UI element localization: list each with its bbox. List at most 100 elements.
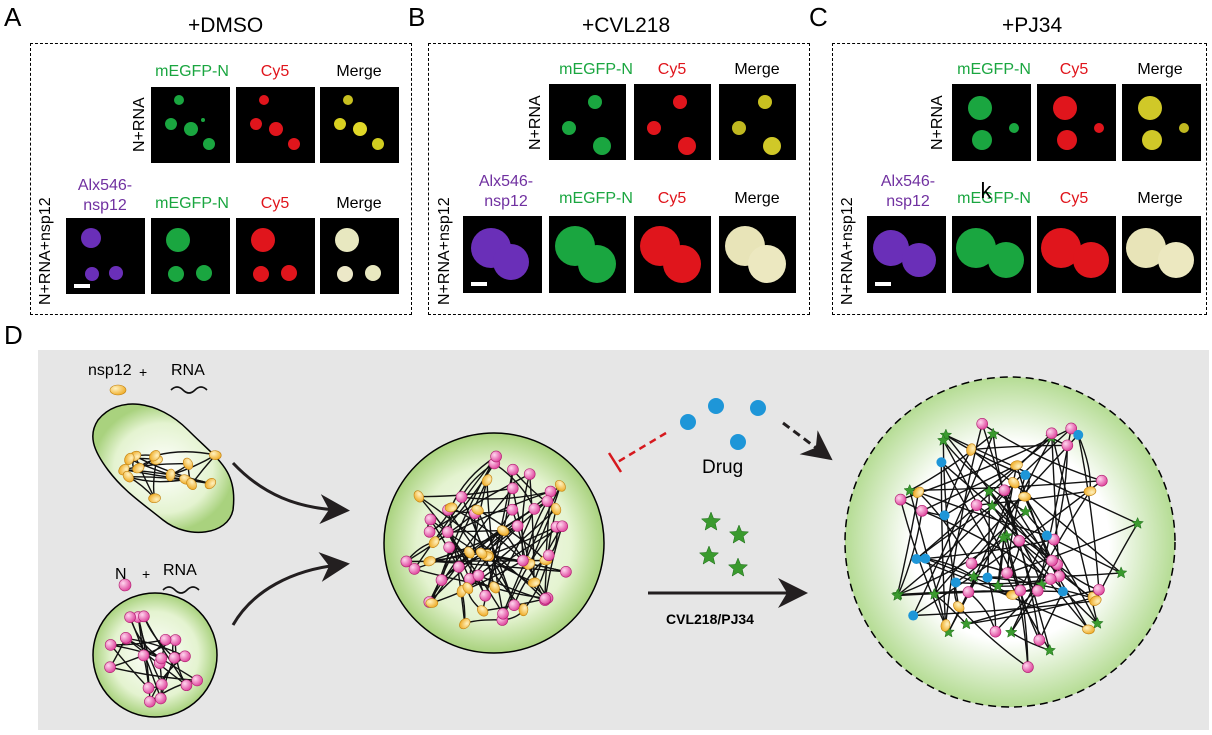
nsp12-protein bbox=[122, 471, 134, 483]
nsp12-protein bbox=[518, 603, 529, 617]
inhibitor-star bbox=[1019, 505, 1032, 518]
n-protein bbox=[159, 633, 172, 646]
panel-a-egfp-label-2: mEGFP-N bbox=[155, 195, 229, 212]
nsp12-protein bbox=[428, 536, 440, 548]
stray-text-k: k bbox=[980, 178, 992, 203]
nsp12-protein bbox=[940, 619, 951, 632]
merge-arrow-top bbox=[231, 461, 350, 525]
panel-b-nsp12-egfp bbox=[549, 216, 626, 293]
drug-dot bbox=[708, 398, 724, 414]
panel-b-box bbox=[428, 43, 810, 315]
merge-arrow-bottom bbox=[231, 552, 350, 626]
n-protein bbox=[400, 555, 413, 568]
panel-d-letter: D bbox=[4, 320, 23, 350]
panel-b-egfp-label-1: mEGFP-N bbox=[559, 61, 633, 78]
rna-squiggle bbox=[162, 586, 200, 594]
nsp12-protein bbox=[1018, 491, 1031, 502]
panel-a-nsp12-merge bbox=[320, 218, 399, 294]
panel-a-alx-label: Alx546-nsp12 bbox=[77, 177, 133, 214]
panel-b-alx-label: Alx546-nsp12 bbox=[478, 173, 534, 210]
nsp12-protein bbox=[186, 478, 197, 490]
drug-bound bbox=[939, 510, 950, 521]
n-protein bbox=[507, 463, 519, 476]
rna-squiggle bbox=[170, 386, 208, 394]
n-protein bbox=[1096, 474, 1108, 487]
n-protein bbox=[104, 661, 116, 673]
n-protein bbox=[1061, 439, 1074, 452]
n-protein bbox=[970, 499, 983, 511]
nsp12-protein bbox=[1008, 477, 1020, 489]
inhibitor-star bbox=[903, 483, 917, 496]
nsp12-protein bbox=[489, 581, 500, 594]
drug-bound bbox=[911, 554, 922, 565]
panel-b-cy5-label-2: Cy5 bbox=[657, 190, 687, 207]
n-protein bbox=[1045, 427, 1058, 440]
panel-a-merge-label-1: Merge bbox=[336, 63, 382, 80]
panel-c-nsp12-merge bbox=[1122, 216, 1201, 293]
panel-b-nsp12-cy5 bbox=[634, 216, 711, 293]
n-protein bbox=[472, 569, 485, 582]
n-protein bbox=[989, 625, 1002, 638]
n-protein bbox=[962, 586, 975, 598]
n-protein bbox=[523, 468, 536, 480]
nsp12-protein bbox=[413, 490, 425, 503]
n-protein bbox=[998, 484, 1011, 497]
panel-a-n-rna-egfp bbox=[151, 87, 230, 163]
panel-b-n-rna-merge bbox=[719, 84, 796, 160]
inhibit-bar bbox=[607, 452, 623, 473]
inhibitor-star bbox=[1091, 616, 1104, 629]
n-protein bbox=[453, 561, 465, 573]
n-protein bbox=[506, 503, 519, 516]
panel-c-n-rna-egfp bbox=[952, 84, 1031, 161]
n-protein bbox=[424, 513, 437, 526]
phase-separation-schematic: nsp12 + RNA N + RNA Drug CVL218/PJ34 bbox=[38, 350, 1209, 730]
nsp12-protein bbox=[912, 486, 925, 498]
panel-c-merge-label-2: Merge bbox=[1137, 190, 1183, 207]
nsp12-protein bbox=[208, 450, 222, 460]
inhibitor-star bbox=[698, 545, 720, 565]
inhibitor-star bbox=[967, 570, 981, 583]
rna-label-1: RNA bbox=[171, 362, 205, 379]
panel-a-title: +DMSO bbox=[188, 14, 264, 37]
n-protein bbox=[142, 682, 155, 694]
panel-b-row2-label: N+RNA+nsp12 bbox=[436, 197, 453, 305]
n-protein bbox=[455, 491, 468, 503]
panel-b-nsp12-merge bbox=[719, 216, 796, 293]
n-protein bbox=[508, 599, 520, 611]
inhibitor-star bbox=[960, 617, 973, 630]
drug-bound bbox=[1073, 429, 1084, 440]
nsp12-protein bbox=[109, 384, 127, 396]
panel-b-title: +CVL218 bbox=[582, 14, 671, 37]
n-protein bbox=[479, 589, 492, 602]
drug-bound bbox=[950, 577, 961, 588]
panel-a-cy5-label-1: Cy5 bbox=[260, 63, 290, 80]
n-protein bbox=[1014, 584, 1027, 597]
panel-c-cy5-label-1: Cy5 bbox=[1059, 61, 1089, 78]
panel-c-alx-label: Alx546-nsp12 bbox=[880, 173, 936, 210]
n-protein bbox=[191, 674, 203, 687]
nsp12-protein bbox=[423, 556, 436, 567]
scale-bar bbox=[471, 282, 487, 286]
nsp12-protein bbox=[464, 546, 475, 559]
inhibitor-star bbox=[700, 511, 722, 531]
panel-a-cy5-label-2: Cy5 bbox=[260, 195, 290, 212]
inhibitor-star bbox=[936, 433, 950, 446]
n-protein bbox=[169, 634, 182, 646]
n-protein bbox=[1065, 422, 1078, 435]
inhibitor-star bbox=[927, 587, 941, 600]
n-protein bbox=[1022, 661, 1034, 673]
drug-bound bbox=[936, 457, 947, 468]
n-protein bbox=[1013, 534, 1026, 547]
panel-c-nsp12-alx bbox=[867, 216, 946, 293]
panel-b-n-rna-egfp bbox=[549, 84, 626, 160]
nsp12-protein bbox=[527, 577, 541, 588]
nsp12-protein bbox=[124, 452, 135, 466]
drug-dot bbox=[680, 414, 696, 430]
n-protein bbox=[1031, 584, 1044, 597]
nsp12-protein bbox=[551, 502, 562, 516]
nsp12-protein bbox=[477, 605, 489, 617]
plus-sign-2: + bbox=[142, 566, 151, 582]
panel-b-n-rna-cy5 bbox=[634, 84, 711, 160]
n-protein bbox=[443, 541, 455, 554]
nsp12-protein bbox=[1083, 486, 1097, 497]
